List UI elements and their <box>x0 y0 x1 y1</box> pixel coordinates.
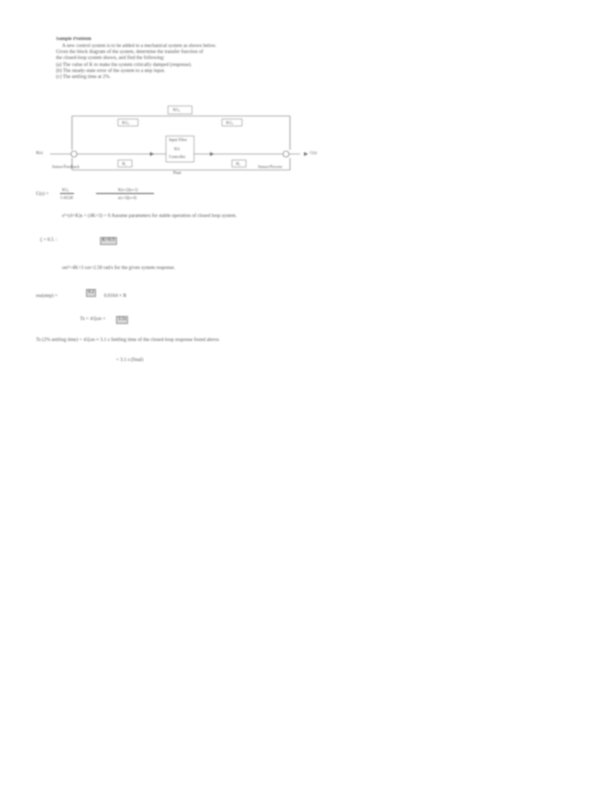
intro-line-6: (c) The settling time at 2%. <box>56 75 111 80</box>
intro-line-5: (b) The steady-state error of the system… <box>56 69 166 74</box>
right-mid-block-label: KG₃ <box>226 120 234 125</box>
center-bottom-label: Controller <box>169 154 186 159</box>
eq1-frac-den: 1+KGH <box>60 195 73 200</box>
input-label: R(s) <box>36 150 43 155</box>
center-top-label: Input Filter <box>169 137 188 142</box>
problem-title: Sample Problem <box>56 37 92 42</box>
eq-line-3-lhs: ζ = 0.5 ∴ <box>40 238 59 243</box>
eq-line-2: s²+(4+K)s + (4K+3) = 0 Assume parameters… <box>62 214 237 219</box>
left-mid-block-label: KG₂ <box>122 120 130 125</box>
small-block-right <box>231 159 247 168</box>
eq-line-6-boxed-value: 3.1s <box>116 316 129 324</box>
eq1-lhs: C(s) = <box>36 192 49 197</box>
eq-line-8: = 3.1 s (final) <box>116 358 144 363</box>
center-bottom-sub: Plant <box>173 170 182 175</box>
small-block-left <box>117 159 133 168</box>
summing-junction-right <box>282 150 290 158</box>
center-block <box>165 135 195 163</box>
small-block-right-label: H₂ <box>236 161 241 166</box>
intro-line-3: the closed-loop system shown, and find t… <box>56 56 165 61</box>
eq-line-4: ωn²=4K+3 ωn=2.58 rad/s for the given sys… <box>62 266 176 271</box>
eq1-rhs-num: K(s+2)(s+1) <box>118 187 138 192</box>
small-block-left-label: H₁ <box>122 161 127 166</box>
intro-line-1: A new control system is to be added to a… <box>62 44 217 49</box>
intro-line-4: (a) The value of K to make the system cr… <box>56 63 192 68</box>
eq-line-3-boxed-value: K=0.9 <box>100 237 117 245</box>
center-label: f(s) <box>174 146 180 151</box>
intro-line-2: Given the block diagram of the system, d… <box>56 50 204 55</box>
eq-line-5-rhs: 0.0164 × R <box>104 294 127 299</box>
left-mid-block <box>117 118 139 127</box>
top-block <box>167 105 193 115</box>
eq-line-6-lhs: Ts = 4/ζωn = <box>80 317 106 322</box>
right-bottom-label: Sensor/Process <box>258 164 283 169</box>
eq1-frac-bar <box>60 193 74 194</box>
right-mid-block <box>221 118 243 127</box>
eq-line-5-boxed-value: 0.2 <box>86 289 97 297</box>
eq-line-5-lhs: ess(step) = <box>36 294 58 299</box>
top-block-label: KG₁ <box>173 107 181 112</box>
summing-junction-left <box>70 150 78 158</box>
left-bottom-label: Sensor/Feedback <box>52 164 80 169</box>
eq-line-7: Ts (2% settling time) = 4/ζωn ≈ 3.1 s Se… <box>36 338 220 343</box>
eq1-frac-num: KG₁ <box>62 187 70 192</box>
eq1-rhs-bar <box>96 193 154 194</box>
eq1-rhs-den: s(s+3)(s+4) <box>118 195 137 200</box>
output-label: C(s) <box>310 150 317 155</box>
